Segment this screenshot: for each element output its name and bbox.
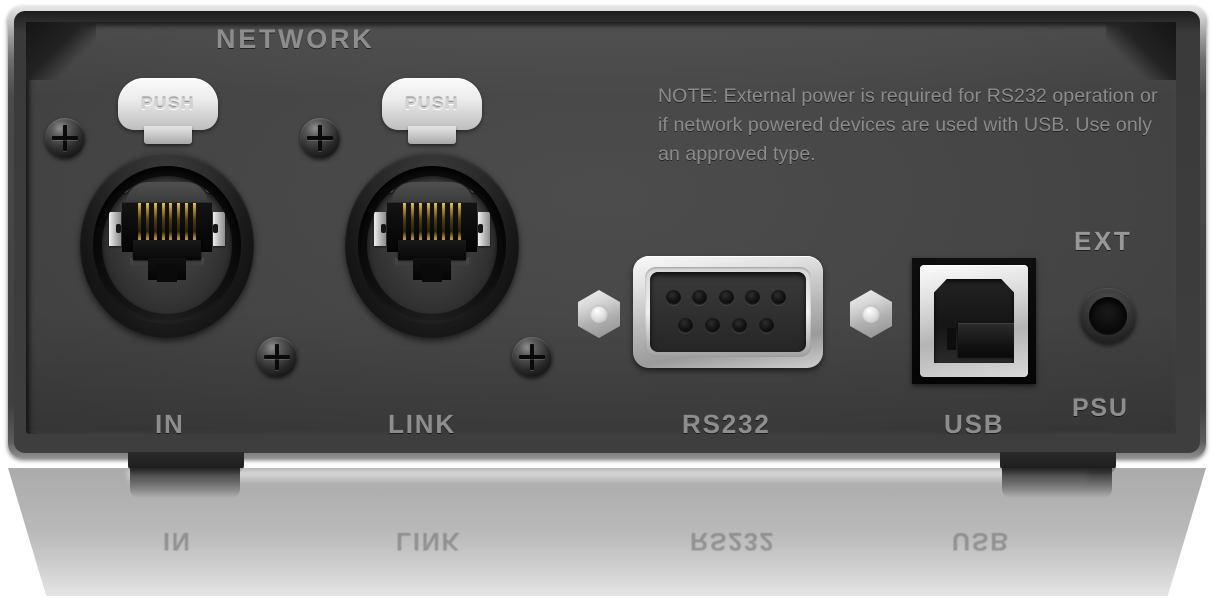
reflection-label-rs232: RS232 xyxy=(690,527,776,555)
rs232-hex-standoff-right xyxy=(850,290,892,338)
push-release-tab-link[interactable]: PUSH xyxy=(382,78,482,144)
network-section-title: NETWORK xyxy=(216,24,375,54)
push-tab-stem xyxy=(144,126,192,144)
push-release-tab-in[interactable]: PUSH xyxy=(118,78,218,144)
de9-pins-bottom-row xyxy=(678,318,774,333)
usb-cavity xyxy=(934,279,1014,363)
rubber-foot-right xyxy=(1000,452,1116,474)
phillips-screw-icon xyxy=(300,118,340,158)
ethercon-latch-arch xyxy=(385,182,479,204)
rs232-de9-connector[interactable] xyxy=(633,256,823,368)
de9-cavity xyxy=(650,272,806,352)
push-tab-label: PUSH xyxy=(404,94,460,113)
psu-jack-hole xyxy=(1089,297,1127,335)
reflection-label-usb: USB xyxy=(952,527,1011,555)
ethercon-bore xyxy=(367,176,497,314)
rj45-jack xyxy=(374,202,490,284)
ethercon-connector-in[interactable] xyxy=(80,140,254,350)
port-label-rs232: RS232 xyxy=(682,409,771,439)
rj45-front-plate xyxy=(133,240,201,260)
ethercon-latch-arch xyxy=(120,182,214,204)
port-label-link: LINK xyxy=(388,409,456,439)
de9-pins-top-row xyxy=(666,290,786,305)
port-label-ext: EXT xyxy=(1074,226,1133,256)
rj45-latch-notch xyxy=(413,258,451,282)
push-tab-cap[interactable]: PUSH xyxy=(382,78,482,130)
reflection-highlight xyxy=(128,470,1088,484)
rj45-shield-clip-right xyxy=(213,212,225,246)
rj45-gold-pins xyxy=(403,203,461,241)
rj45-shield-clip-left xyxy=(374,212,386,246)
surface-reflection: IN LINK RS232 USB xyxy=(8,468,1206,596)
reflection-label-link: LINK xyxy=(396,527,462,555)
push-tab-cap[interactable]: PUSH xyxy=(118,78,218,130)
usb-type-b-port[interactable] xyxy=(912,258,1036,384)
rj45-shield-clip-right xyxy=(478,212,490,246)
usb-contact-tongue xyxy=(947,323,1014,357)
port-label-usb: USB xyxy=(944,409,1005,439)
rj45-latch-notch xyxy=(148,258,186,282)
phillips-screw-icon xyxy=(45,118,85,158)
push-tab-stem xyxy=(408,126,456,144)
rj45-front-plate xyxy=(398,240,466,260)
psu-barrel-jack[interactable] xyxy=(1080,288,1136,344)
reflection-body xyxy=(8,468,1206,596)
reflection-label-in: IN xyxy=(163,527,192,555)
port-label-psu: PSU xyxy=(1072,394,1129,422)
phillips-screw-icon xyxy=(257,337,297,377)
rj45-jack xyxy=(109,202,225,284)
usb-shell xyxy=(920,265,1028,377)
ethercon-bore xyxy=(102,176,232,314)
rj45-shield-clip-left xyxy=(109,212,121,246)
de9-bezel xyxy=(645,267,811,357)
rj45-gold-pins xyxy=(138,203,196,241)
port-label-in: IN xyxy=(155,409,185,439)
ethercon-connector-link[interactable] xyxy=(345,140,519,350)
push-tab-label: PUSH xyxy=(140,94,196,113)
phillips-screw-icon xyxy=(512,337,552,377)
rs232-hex-standoff-left xyxy=(578,290,620,338)
power-note-text: NOTE: External power is required for RS2… xyxy=(658,85,1158,165)
rubber-foot-left xyxy=(128,452,244,474)
